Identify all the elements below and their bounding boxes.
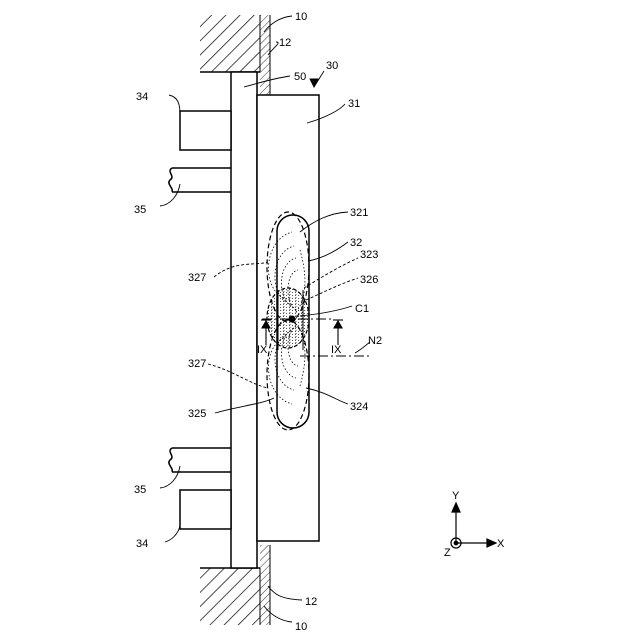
section-marker-right bbox=[333, 320, 343, 345]
connector-34-bottom bbox=[180, 490, 231, 529]
axis-label-z: Z bbox=[444, 547, 451, 559]
center-point-c1 bbox=[289, 316, 296, 323]
label-324: 324 bbox=[350, 401, 368, 413]
label-ix-left: IX bbox=[257, 344, 268, 356]
label-31: 31 bbox=[348, 98, 360, 110]
label-32: 32 bbox=[350, 237, 362, 249]
label-12-top: 12 bbox=[279, 37, 291, 49]
label-35-top: 35 bbox=[134, 204, 146, 216]
label-n2: N2 bbox=[368, 335, 382, 347]
label-ix-right: IX bbox=[331, 344, 342, 356]
plate-50 bbox=[231, 72, 257, 568]
connector-34-top bbox=[180, 111, 231, 150]
label-34-top: 34 bbox=[136, 91, 148, 103]
axis-label-y: Y bbox=[452, 490, 460, 502]
cable-35-top bbox=[169, 168, 231, 192]
label-325: 325 bbox=[188, 408, 206, 420]
label-321: 321 bbox=[350, 207, 368, 219]
axis-label-x: X bbox=[497, 538, 505, 550]
label-30: 30 bbox=[326, 60, 338, 72]
label-10-top: 10 bbox=[295, 11, 307, 23]
label-323: 323 bbox=[360, 249, 378, 261]
label-327-top: 327 bbox=[188, 272, 206, 284]
label-35-bottom: 35 bbox=[134, 484, 146, 496]
cable-35-bottom bbox=[169, 448, 231, 472]
label-c1: C1 bbox=[355, 303, 369, 315]
label-10-bottom: 10 bbox=[295, 621, 307, 633]
label-50: 50 bbox=[294, 71, 306, 83]
label-327-bottom: 327 bbox=[188, 358, 206, 370]
label-326: 326 bbox=[360, 274, 378, 286]
coordinate-axes bbox=[451, 503, 496, 548]
label-12-bottom: 12 bbox=[305, 596, 317, 608]
label-34-bottom: 34 bbox=[136, 538, 148, 550]
